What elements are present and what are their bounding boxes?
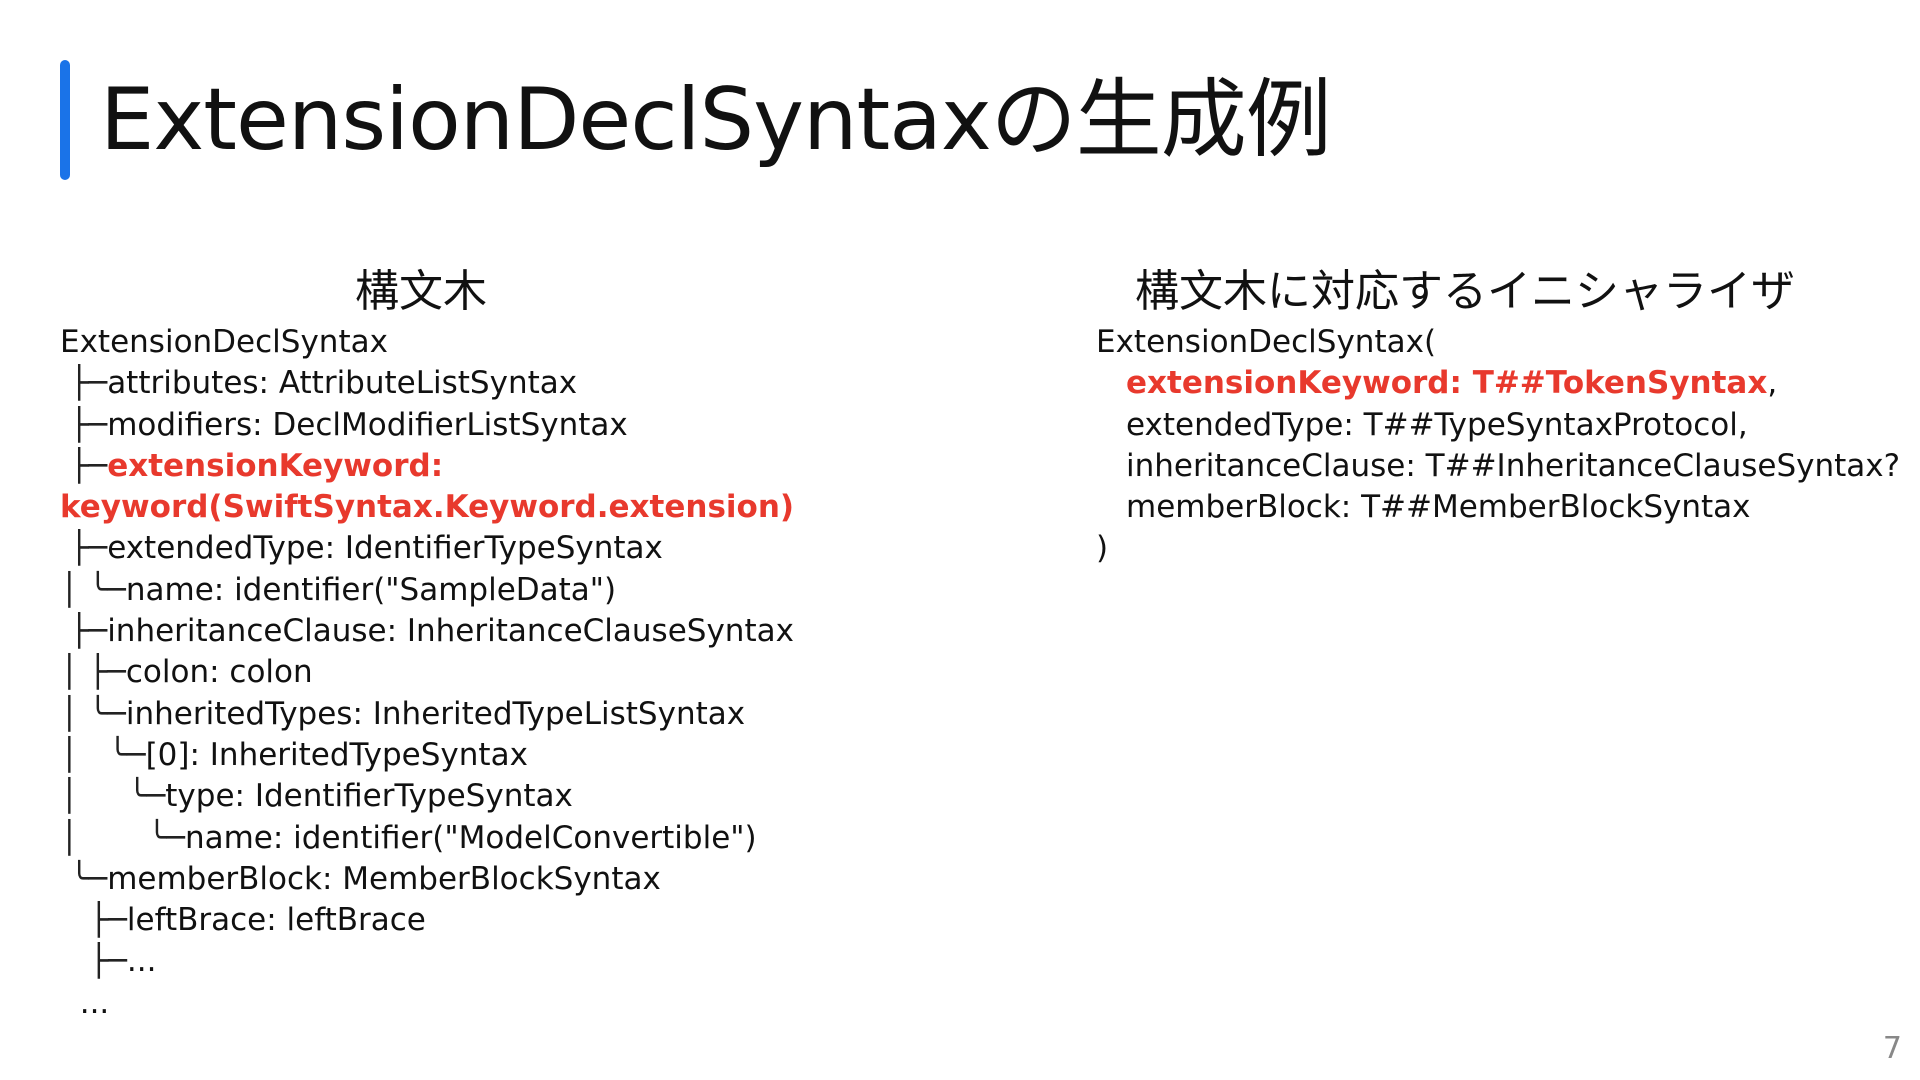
tree-line: │ ╰─name: identifier("ModelConvertible") — [60, 819, 757, 856]
initializer-param: memberBlock: T##MemberBlockSyntax — [1126, 489, 1751, 526]
tree-line: │ ├─colon: colon — [60, 654, 313, 691]
tree-line: │ ╰─type: IdentifierTypeSyntax — [60, 778, 573, 815]
title-accent-bar — [60, 60, 70, 180]
tree-line: ╰─memberBlock: MemberBlockSyntax — [60, 860, 661, 897]
initializer-param: extendedType: T##TypeSyntaxProtocol, — [1126, 406, 1748, 443]
tree-line: ... — [79, 984, 110, 1021]
initializer-param-highlight: extensionKeyword: T##TokenSyntax, — [1126, 365, 1778, 402]
tree-line: ├─leftBrace: leftBrace — [60, 902, 426, 939]
syntax-tree: ExtensionDeclSyntax ├─attributes: Attrib… — [60, 322, 794, 1024]
tree-line: │ ╰─[0]: InheritedTypeSyntax — [60, 736, 528, 773]
initializer-open: ExtensionDeclSyntax( — [1096, 324, 1437, 360]
initializer-close: ) — [1096, 530, 1109, 567]
tree-line-highlight: keyword(SwiftSyntax.Keyword.extension) — [60, 489, 795, 526]
page-number: 7 — [1882, 1031, 1902, 1066]
tree-line-highlight: ├─extensionKeyword: — [60, 447, 444, 484]
tree-line: ├─attributes: AttributeListSyntax — [60, 365, 578, 402]
tree-line: ├─inheritanceClause: InheritanceClauseSy… — [60, 613, 794, 650]
tree-line: ExtensionDeclSyntax — [60, 324, 388, 360]
slide-title: ExtensionDeclSyntaxの生成例 — [100, 70, 1332, 170]
tree-line: ├─extendedType: IdentifierTypeSyntax — [60, 530, 663, 567]
tree-line: ├─modifiers: DeclModifierListSyntax — [60, 406, 628, 443]
initializer-param: inheritanceClause: T##InheritanceClauseS… — [1126, 447, 1901, 484]
initializer-heading: 構文木に対応するイニシャライザ — [1135, 266, 1795, 317]
tree-line: │ ╰─name: identifier("SampleData") — [60, 571, 617, 608]
initializer-code: ExtensionDeclSyntax( extensionKeyword: T… — [1096, 322, 1900, 570]
tree-line: ├─... — [60, 943, 157, 980]
tree-line: │ ╰─inheritedTypes: InheritedTypeListSyn… — [60, 695, 746, 732]
syntax-tree-heading: 構文木 — [355, 266, 487, 317]
